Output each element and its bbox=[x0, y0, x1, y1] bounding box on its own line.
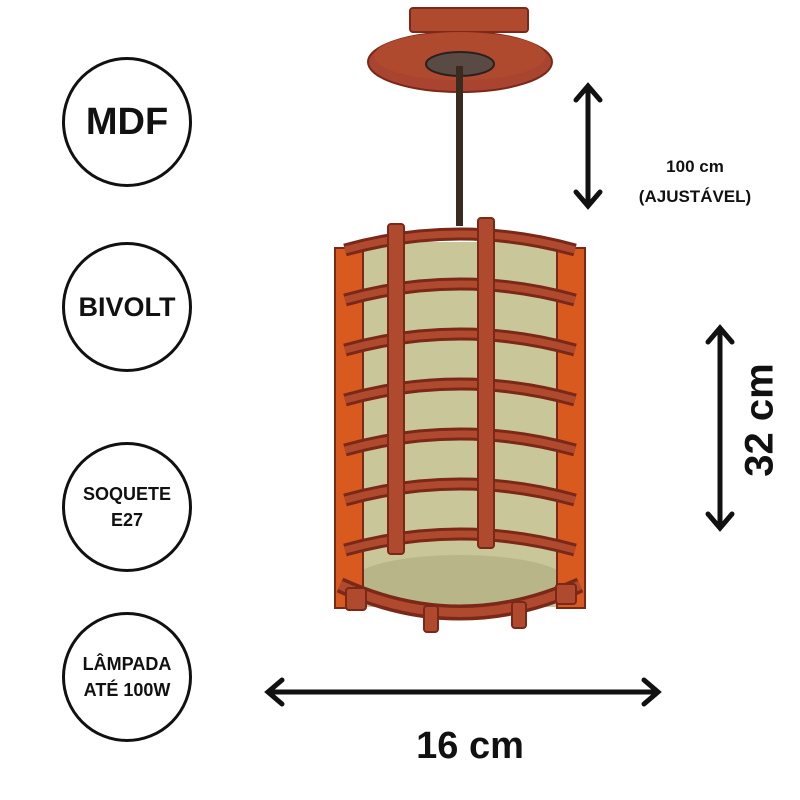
badge-socket-text: SOQUETE E27 bbox=[82, 484, 171, 530]
badge-socket: SOQUETE E27 bbox=[62, 442, 192, 572]
cable bbox=[456, 66, 463, 226]
ceiling-canopy bbox=[367, 7, 553, 93]
cable-length-arrow bbox=[573, 82, 603, 210]
cable-length-label: 100 cm (AJUSTÁVEL) bbox=[600, 122, 790, 212]
height-label: 32 cm bbox=[738, 363, 783, 476]
badge-voltage-text: BIVOLT bbox=[78, 291, 176, 322]
badge-lamp-power-text: LÂMPADA ATÉ 100W bbox=[82, 654, 172, 700]
height-text: 32 cm bbox=[737, 363, 782, 477]
badge-material-text: MDF bbox=[85, 100, 169, 143]
lamp-shade bbox=[334, 217, 586, 633]
badge-material: MDF bbox=[62, 57, 192, 187]
width-label: 16 cm bbox=[400, 725, 540, 768]
badge-lamp-power: LÂMPADA ATÉ 100W bbox=[62, 612, 192, 742]
badge-voltage: BIVOLT bbox=[62, 242, 192, 372]
height-arrow bbox=[705, 324, 735, 532]
cable-length-text: 100 cm (AJUSTÁVEL) bbox=[638, 157, 752, 206]
width-text: 16 cm bbox=[416, 725, 524, 767]
width-arrow bbox=[264, 677, 662, 707]
